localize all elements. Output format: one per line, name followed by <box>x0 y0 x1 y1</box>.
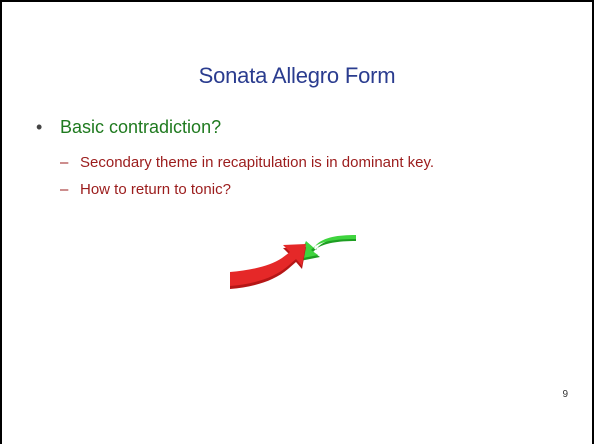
slide-title: Sonata Allegro Form <box>198 63 396 88</box>
red-arrow-icon <box>230 244 306 289</box>
bullet-item: • Basic contradiction? <box>36 117 221 138</box>
green-arrow-icon <box>298 219 356 261</box>
sub-bullet-1: –Secondary theme in recapitulation is in… <box>60 154 434 171</box>
converging-arrows-icon <box>230 219 356 289</box>
sub-bullet-dash: – <box>60 154 69 171</box>
sub-bullet-text: Secondary theme in recapitulation is in … <box>80 154 435 171</box>
page-number: 9 <box>562 389 568 400</box>
bullet-dot: • <box>36 117 43 137</box>
bullet-text: Basic contradiction? <box>60 117 222 137</box>
sub-bullet-text: How to return to tonic? <box>80 181 231 198</box>
sub-bullet-dash: – <box>60 181 69 198</box>
sub-bullet-2: –How to return to tonic? <box>60 181 231 198</box>
